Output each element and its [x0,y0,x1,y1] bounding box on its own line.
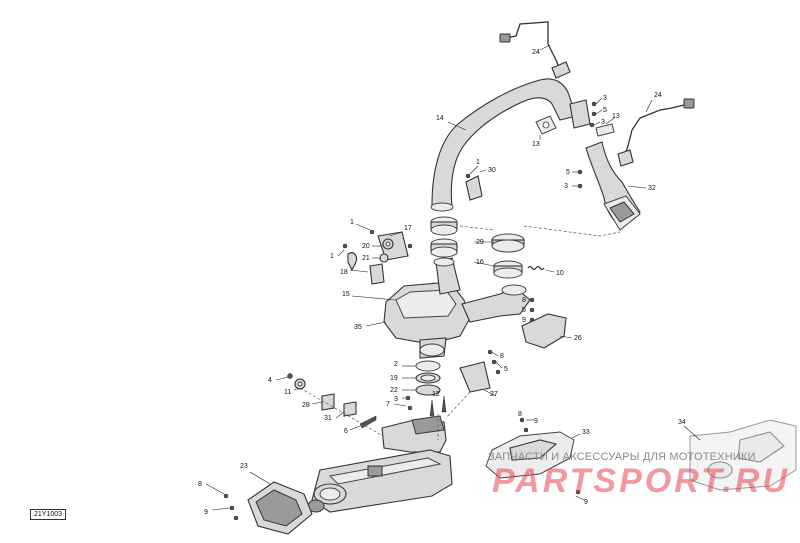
callout-26: 26 [574,335,582,342]
stud-12a [429,399,435,417]
callout-34: 34 [678,419,686,426]
oxygen-sensor-upper [499,21,571,79]
callout-21: 21 [362,255,370,262]
callout-1-left: 1 [330,253,334,260]
gasket-stack [415,360,441,396]
nut-4 [287,373,293,379]
callout-9-shield: 9 [534,418,538,425]
bracket-27 [459,361,491,393]
callout-24-upper: 24 [532,49,540,56]
callout-5-upper: 5 [603,107,607,114]
callout-24-lower: 24 [654,92,662,99]
callout-6: 6 [344,428,348,435]
watermark-brand: PARTSPORT.RU [492,462,790,500]
callout-12: 12 [432,391,440,398]
bracket-upper [465,175,483,201]
callout-8-shield: 8 [518,411,522,418]
callout-13-left: 13 [532,141,540,148]
heat-shield-33 [485,431,575,479]
callout-7: 7 [386,401,390,408]
heat-shield-26 [521,313,567,349]
bolt-6 [359,415,377,429]
silencer-muffler [307,415,453,513]
callout-4: 4 [268,377,272,384]
callout-5-rear: 5 [566,169,570,176]
callout-33: 33 [582,429,590,436]
callout-16: 16 [476,259,484,266]
diagram-code: 21Y1003 [30,509,67,520]
callout-3-lower: 3 [394,396,398,403]
end-cap [247,481,313,535]
callout-35: 35 [354,324,362,331]
callout-15: 15 [342,291,350,298]
callout-20: 20 [362,243,370,250]
expansion-chamber [383,257,531,359]
nut-3-lower [405,395,411,401]
callout-17: 17 [404,225,412,232]
callout-31: 31 [324,415,332,422]
flange-clamp-upper [569,99,597,129]
callout-10: 10 [556,270,564,277]
grommet-31 [343,401,357,417]
callout-3-rear: 3 [564,183,568,190]
callout-8-left: 8 [198,481,202,488]
callout-32: 32 [648,185,656,192]
nut-rear-header [577,183,583,189]
callout-8-right: 8 [522,297,526,304]
callout-2: 2 [394,361,398,368]
callout-5-right: 5 [522,307,526,314]
callout-28: 28 [302,402,310,409]
clamp-ring-middle [430,238,458,258]
callout-3-upper: 3 [603,95,607,102]
callout-18: 18 [340,269,348,276]
gasket-rear [595,123,615,137]
bolt-5-right [529,307,535,313]
callout-27: 27 [490,391,498,398]
callout-13-right: 13 [612,113,620,120]
callout-9-lower-right: 9 [584,499,588,506]
callout-5-center: 5 [504,366,508,373]
callout-1-bracket: 1 [350,219,354,226]
callout-22: 22 [390,387,398,394]
band-clamp-16 [493,260,523,279]
callout-9-left: 9 [204,509,208,516]
band-clamp-29 [491,233,525,253]
callout-1-upper: 1 [476,159,480,166]
callout-30: 30 [488,167,496,174]
bracket-18 [342,243,358,272]
silencer-assembly-preview [689,419,797,491]
spring-10 [527,265,545,271]
bolt-8-right [529,297,535,303]
callout-23: 23 [240,463,248,470]
bolt-rear-header [577,169,583,175]
isolator-18 [369,263,385,285]
header-pipe-rear [585,141,641,231]
stud-12b [441,395,447,413]
callout-11: 11 [284,389,291,396]
callout-3-upper-b: 3 [601,119,605,126]
callout-9-right: 9 [522,317,526,324]
bolt-bracket-upper [465,173,471,179]
bolt-7 [407,405,413,411]
rubber-mount-20 [382,238,394,250]
rubber-mount-21 [379,253,389,263]
oxygen-sensor-lower [617,98,695,167]
callout-8-center: 8 [500,353,504,360]
grommet-11 [294,378,306,390]
callout-19: 19 [390,375,398,382]
callout-29: 29 [476,239,484,246]
clamp-ring-upper [430,216,458,236]
watermark-caption: ЗАПЧАСТИ И АКСЕССУАРЫ ДЛЯ МОТОТЕХНИКИ [488,451,756,463]
gasket-upper [535,115,557,135]
callout-14: 14 [436,115,444,122]
header-pipe-upper [430,78,577,212]
